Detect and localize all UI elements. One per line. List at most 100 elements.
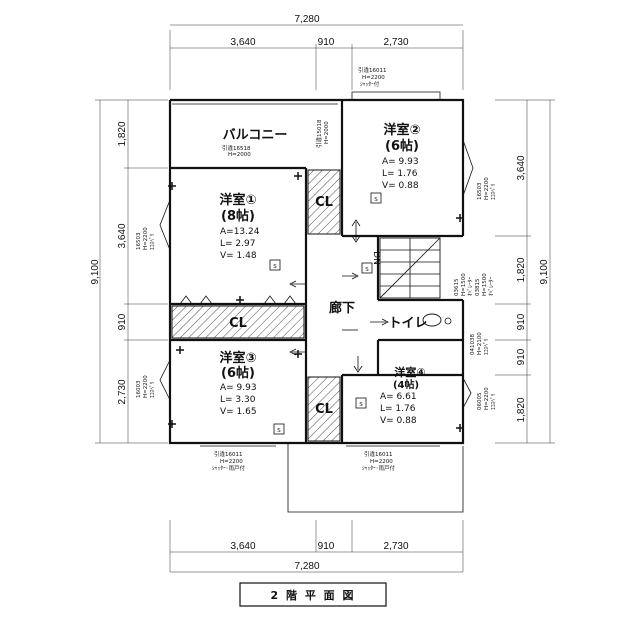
- svg-text:S: S: [374, 197, 378, 203]
- balcony-window-1: 引違16518: [222, 144, 251, 152]
- dim-bottom-c: 2,730: [383, 541, 408, 552]
- room2-light: L= 1.76: [382, 169, 418, 179]
- hallway: 廊下: [329, 300, 355, 316]
- dim-top-a: 3,640: [230, 37, 255, 48]
- western-room-1: 洋室① (8帖) A=13.24 L= 2.97 V= 1.48: [219, 192, 259, 261]
- win-mid-1: 引違15018: [315, 119, 323, 148]
- dim-left-c: 910: [117, 313, 128, 330]
- detector-room3: S: [273, 423, 285, 435]
- win-bottom-room3-1: 引違16011: [214, 450, 243, 458]
- bottom-dimensions: 3,640 910 2,730 7,280: [169, 520, 464, 573]
- win-top-room2-2: H=2200: [362, 75, 385, 81]
- win-right-stair-1: 03615: [454, 278, 460, 296]
- svg-text:S: S: [365, 267, 369, 273]
- western-room-2: 洋室② (6帖) A= 9.93 L= 1.76 V= 0.88: [382, 122, 421, 191]
- room3-vent: V= 1.65: [220, 407, 257, 417]
- toilet-room: トイレ: [388, 313, 452, 331]
- walls: [168, 98, 465, 445]
- dim-bottom-total: 7,280: [294, 561, 319, 572]
- top-dimensions: 7,280 3,640 910 2,730: [169, 14, 464, 90]
- room4-vent: V= 0.88: [380, 416, 417, 426]
- smoke-detectors: S S S S S: [269, 192, 382, 435]
- win-left-room1-1: 16503: [136, 232, 142, 250]
- room1-vent: V= 1.48: [220, 251, 257, 261]
- closet-middle: [171, 305, 305, 339]
- win-top-room2-3: ｼｬｯﾀｰ付: [360, 80, 380, 88]
- detector-hall: S: [361, 262, 373, 274]
- win-right-room2-3: ｴｺｽﾍﾟﾘ: [490, 183, 497, 200]
- closets: CL CL CL: [171, 169, 341, 442]
- balcony-room: バルコニー 引違16518 H=2000: [222, 128, 287, 158]
- win-bottom-room4-1: 引違16011: [364, 450, 393, 458]
- detector-room4: S: [355, 397, 367, 409]
- win-bottom-room4-3: ｼｬｯﾀｰ･雨戸付: [362, 464, 396, 472]
- room2-name: 洋室②: [383, 122, 420, 138]
- win-right-room2-1: 16503: [477, 182, 483, 200]
- win-right-stair-4: 03815: [475, 278, 481, 296]
- dim-right-d: 910: [516, 348, 527, 365]
- closet-room1: [307, 169, 341, 235]
- win-right-wc-1: 041038: [470, 334, 476, 355]
- window-annotations: 引違16011 H=2200 ｼｬｯﾀｰ付 引違15018 H=2000 165…: [136, 66, 497, 472]
- dim-right-a: 3,640: [516, 155, 527, 180]
- caption-box: 2 階 平 面 図: [239, 582, 387, 607]
- detector-room1: S: [269, 259, 281, 271]
- caption-title: 2 階 平 面 図: [271, 588, 356, 602]
- room3-size: (6帖): [221, 365, 255, 381]
- dim-right-e: 1,820: [516, 397, 527, 422]
- dim-left-total: 9,100: [90, 259, 101, 284]
- window-marks: [159, 91, 474, 513]
- western-room-3: 洋室③ (6帖) A= 9.93 L= 3.30 V= 1.65: [219, 350, 256, 417]
- win-right-room2-2: H=2200: [484, 177, 490, 200]
- win-left-room3-1: 16003: [136, 380, 142, 398]
- room3-light: L= 3.30: [220, 395, 256, 405]
- win-right-stair-5: H=1500: [482, 273, 488, 296]
- win-left-room1-2: H=2200: [143, 227, 149, 250]
- room3-area: A= 9.93: [220, 383, 257, 393]
- win-top-room2-1: 引違16011: [358, 66, 387, 74]
- room3-name: 洋室③: [219, 350, 256, 366]
- door-arrows: [289, 219, 389, 373]
- win-left-room3-2: H=2200: [143, 375, 149, 398]
- dim-top-total: 7,280: [294, 14, 319, 25]
- room2-vent: V= 0.88: [382, 181, 419, 191]
- room1-size: (8帖): [221, 208, 255, 224]
- win-bottom-room3-2: H=2200: [220, 459, 243, 465]
- right-dimensions: 3,640 1,820 910 910 1,820 9,100: [495, 99, 555, 444]
- staircase: DN: [371, 237, 441, 299]
- win-right-stair-3: ｵﾍﾟﾚｰﾀｰ: [467, 276, 474, 296]
- win-right-wc-2: H=2100: [477, 332, 483, 355]
- room4-area: A= 6.61: [380, 392, 417, 402]
- win-right-stair-2: H=1500: [461, 273, 467, 296]
- win-mid-2: H=2000: [324, 121, 330, 144]
- dim-top-c: 2,730: [383, 37, 408, 48]
- win-right-room4-3: ｴｺｽﾍﾟﾘ: [490, 393, 497, 410]
- detector-room2: S: [370, 192, 382, 204]
- dim-left-d: 2,730: [117, 379, 128, 404]
- svg-text:S: S: [277, 428, 281, 434]
- western-room-4: 洋室④ (4帖) A= 6.61 L= 1.76 V= 0.88: [380, 365, 426, 426]
- balcony-name: バルコニー: [223, 128, 288, 143]
- dim-top-b: 910: [318, 37, 335, 48]
- win-left-room3-3: ｴｺｽﾍﾟﾘ: [149, 381, 156, 398]
- dim-left-a: 1,820: [117, 121, 128, 146]
- stair-dn-label: DN: [371, 251, 381, 265]
- room4-name: 洋室④: [394, 365, 425, 379]
- left-dimensions: 9,100 1,820 3,640 910 2,730: [90, 99, 168, 444]
- win-right-wc-3: ｴｺｽﾍﾟﾘ: [483, 338, 490, 355]
- dim-bottom-a: 3,640: [230, 541, 255, 552]
- room2-area: A= 9.93: [382, 157, 419, 167]
- svg-text:S: S: [359, 402, 363, 408]
- svg-text:S: S: [273, 264, 277, 270]
- hallway-name: 廊下: [329, 300, 355, 316]
- win-right-room4-1: 06005: [477, 392, 483, 410]
- balcony-window-2: H=2000: [228, 152, 251, 158]
- room1-area: A=13.24: [220, 227, 260, 237]
- closet-label-3: CL: [315, 402, 333, 417]
- dim-left-b: 3,640: [117, 223, 128, 248]
- win-bottom-room4-2: H=2200: [370, 459, 393, 465]
- room1-name: 洋室①: [219, 192, 256, 208]
- win-left-room1-3: ｴｺｽﾍﾟﾘ: [149, 233, 156, 250]
- win-right-stair-6: ｵﾍﾟﾚｰﾀｰ: [488, 276, 495, 296]
